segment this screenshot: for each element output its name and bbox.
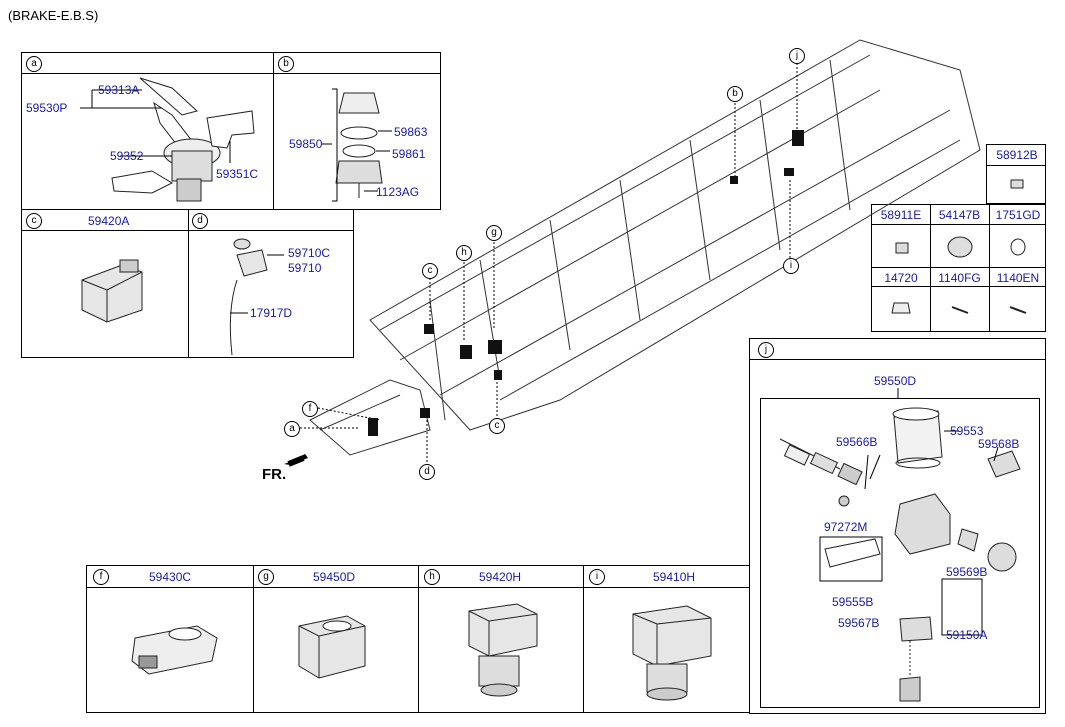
part-58912B: 58912B <box>996 148 1038 162</box>
box-c-letter: c <box>26 213 42 229</box>
frame-callout-c-lower: c <box>489 418 505 434</box>
box-a-header <box>22 53 273 74</box>
part-59553: 59553 <box>950 424 984 438</box>
part-14720: 14720 <box>884 271 918 285</box>
frame-callout-d: d <box>419 464 435 480</box>
frame-callout-c-upper: c <box>422 263 438 279</box>
part-59420H: 59420H <box>479 570 522 584</box>
part-1751GD: 1751GD <box>995 208 1041 222</box>
part-58911E: 58911E <box>880 208 922 222</box>
box-i-letter: i <box>589 569 605 585</box>
part-59150A: 59150A <box>946 628 988 642</box>
part-97272M: 97272M <box>824 520 868 534</box>
box-g-letter: g <box>258 569 274 585</box>
part-59450D: 59450D <box>313 570 356 584</box>
box-j: j 59550D 59553 59566B 59568B 97272M 5955… <box>749 338 1046 714</box>
bottom-row-drawings <box>131 603 712 701</box>
box-a-letter: a <box>26 56 42 72</box>
box-cd-header <box>22 210 353 231</box>
frame-callout-a: a <box>284 421 300 437</box>
part-59555B: 59555B <box>832 595 874 609</box>
box-b-header <box>274 53 440 74</box>
box-b: b 59850 59863 59861 1123AG <box>273 52 441 210</box>
box-h-letter: h <box>424 569 440 585</box>
box-cd: c 59420A d 59710C 59710 17917D <box>21 209 354 358</box>
part-59710: 59710 <box>288 261 322 275</box>
part-1140EN: 1140EN <box>996 271 1040 285</box>
frame-callout-h: h <box>456 245 472 261</box>
part-59351C: 59351C <box>216 167 259 181</box>
hardware-grid: 58911E 54147B 1751GD 14720 1140FG 1140EN <box>871 204 1046 332</box>
diagram-title: (BRAKE-E.B.S) <box>8 8 99 23</box>
box-d-letter: d <box>192 213 208 229</box>
box-j-header <box>750 339 1045 360</box>
valve-cover-drawing <box>322 88 392 202</box>
part-59569B: 59569B <box>946 565 988 579</box>
part-59410H: 59410H <box>653 570 696 584</box>
box-f-letter: f <box>93 569 109 585</box>
part-59313A: 59313A <box>98 83 140 97</box>
frame-callout-b: b <box>727 86 743 102</box>
part-54147B: 54147B <box>938 208 981 222</box>
box-b-letter: b <box>278 56 294 72</box>
bolt-icon <box>1010 179 1024 189</box>
box-cd-divider <box>188 210 189 357</box>
brake-pedal-valve-drawing <box>80 77 255 202</box>
air-dryer-exploded-drawing <box>779 388 1021 702</box>
part-59568B: 59568B <box>978 437 1020 451</box>
part-59420A: 59420A <box>88 214 130 228</box>
bottom-row: f 59430C g 59450D h 59420H i 59410H <box>86 565 750 713</box>
part-59430C: 59430C <box>149 570 192 584</box>
frame-callout-j: j <box>789 48 805 64</box>
part-59352: 59352 <box>110 149 144 163</box>
part-17917D: 17917D <box>250 306 293 320</box>
front-direction-label: FR. <box>262 466 287 483</box>
part-59566B: 59566B <box>836 435 878 449</box>
box-j-letter: j <box>758 342 774 358</box>
part-59850: 59850 <box>289 137 323 151</box>
part-59710C: 59710C <box>288 246 331 260</box>
part-59863: 59863 <box>394 125 428 139</box>
part-59567B: 59567B <box>838 616 880 630</box>
frame-callout-i: i <box>783 258 799 274</box>
part-59550D: 59550D <box>874 374 917 388</box>
part-59530P: 59530P <box>26 101 68 115</box>
frame-callout-f: f <box>302 401 318 417</box>
box-cd-drawings <box>81 238 284 356</box>
hardware-icons <box>891 236 1027 314</box>
part-1140FG: 1140FG <box>938 271 981 285</box>
air-dryer-assembly-frame <box>760 398 1040 708</box>
part-59861: 59861 <box>392 147 426 161</box>
hardware-grid-top: 58912B <box>986 144 1046 204</box>
frame-callout-g: g <box>486 225 502 241</box>
part-1123AG: 1123AG <box>376 185 420 199</box>
